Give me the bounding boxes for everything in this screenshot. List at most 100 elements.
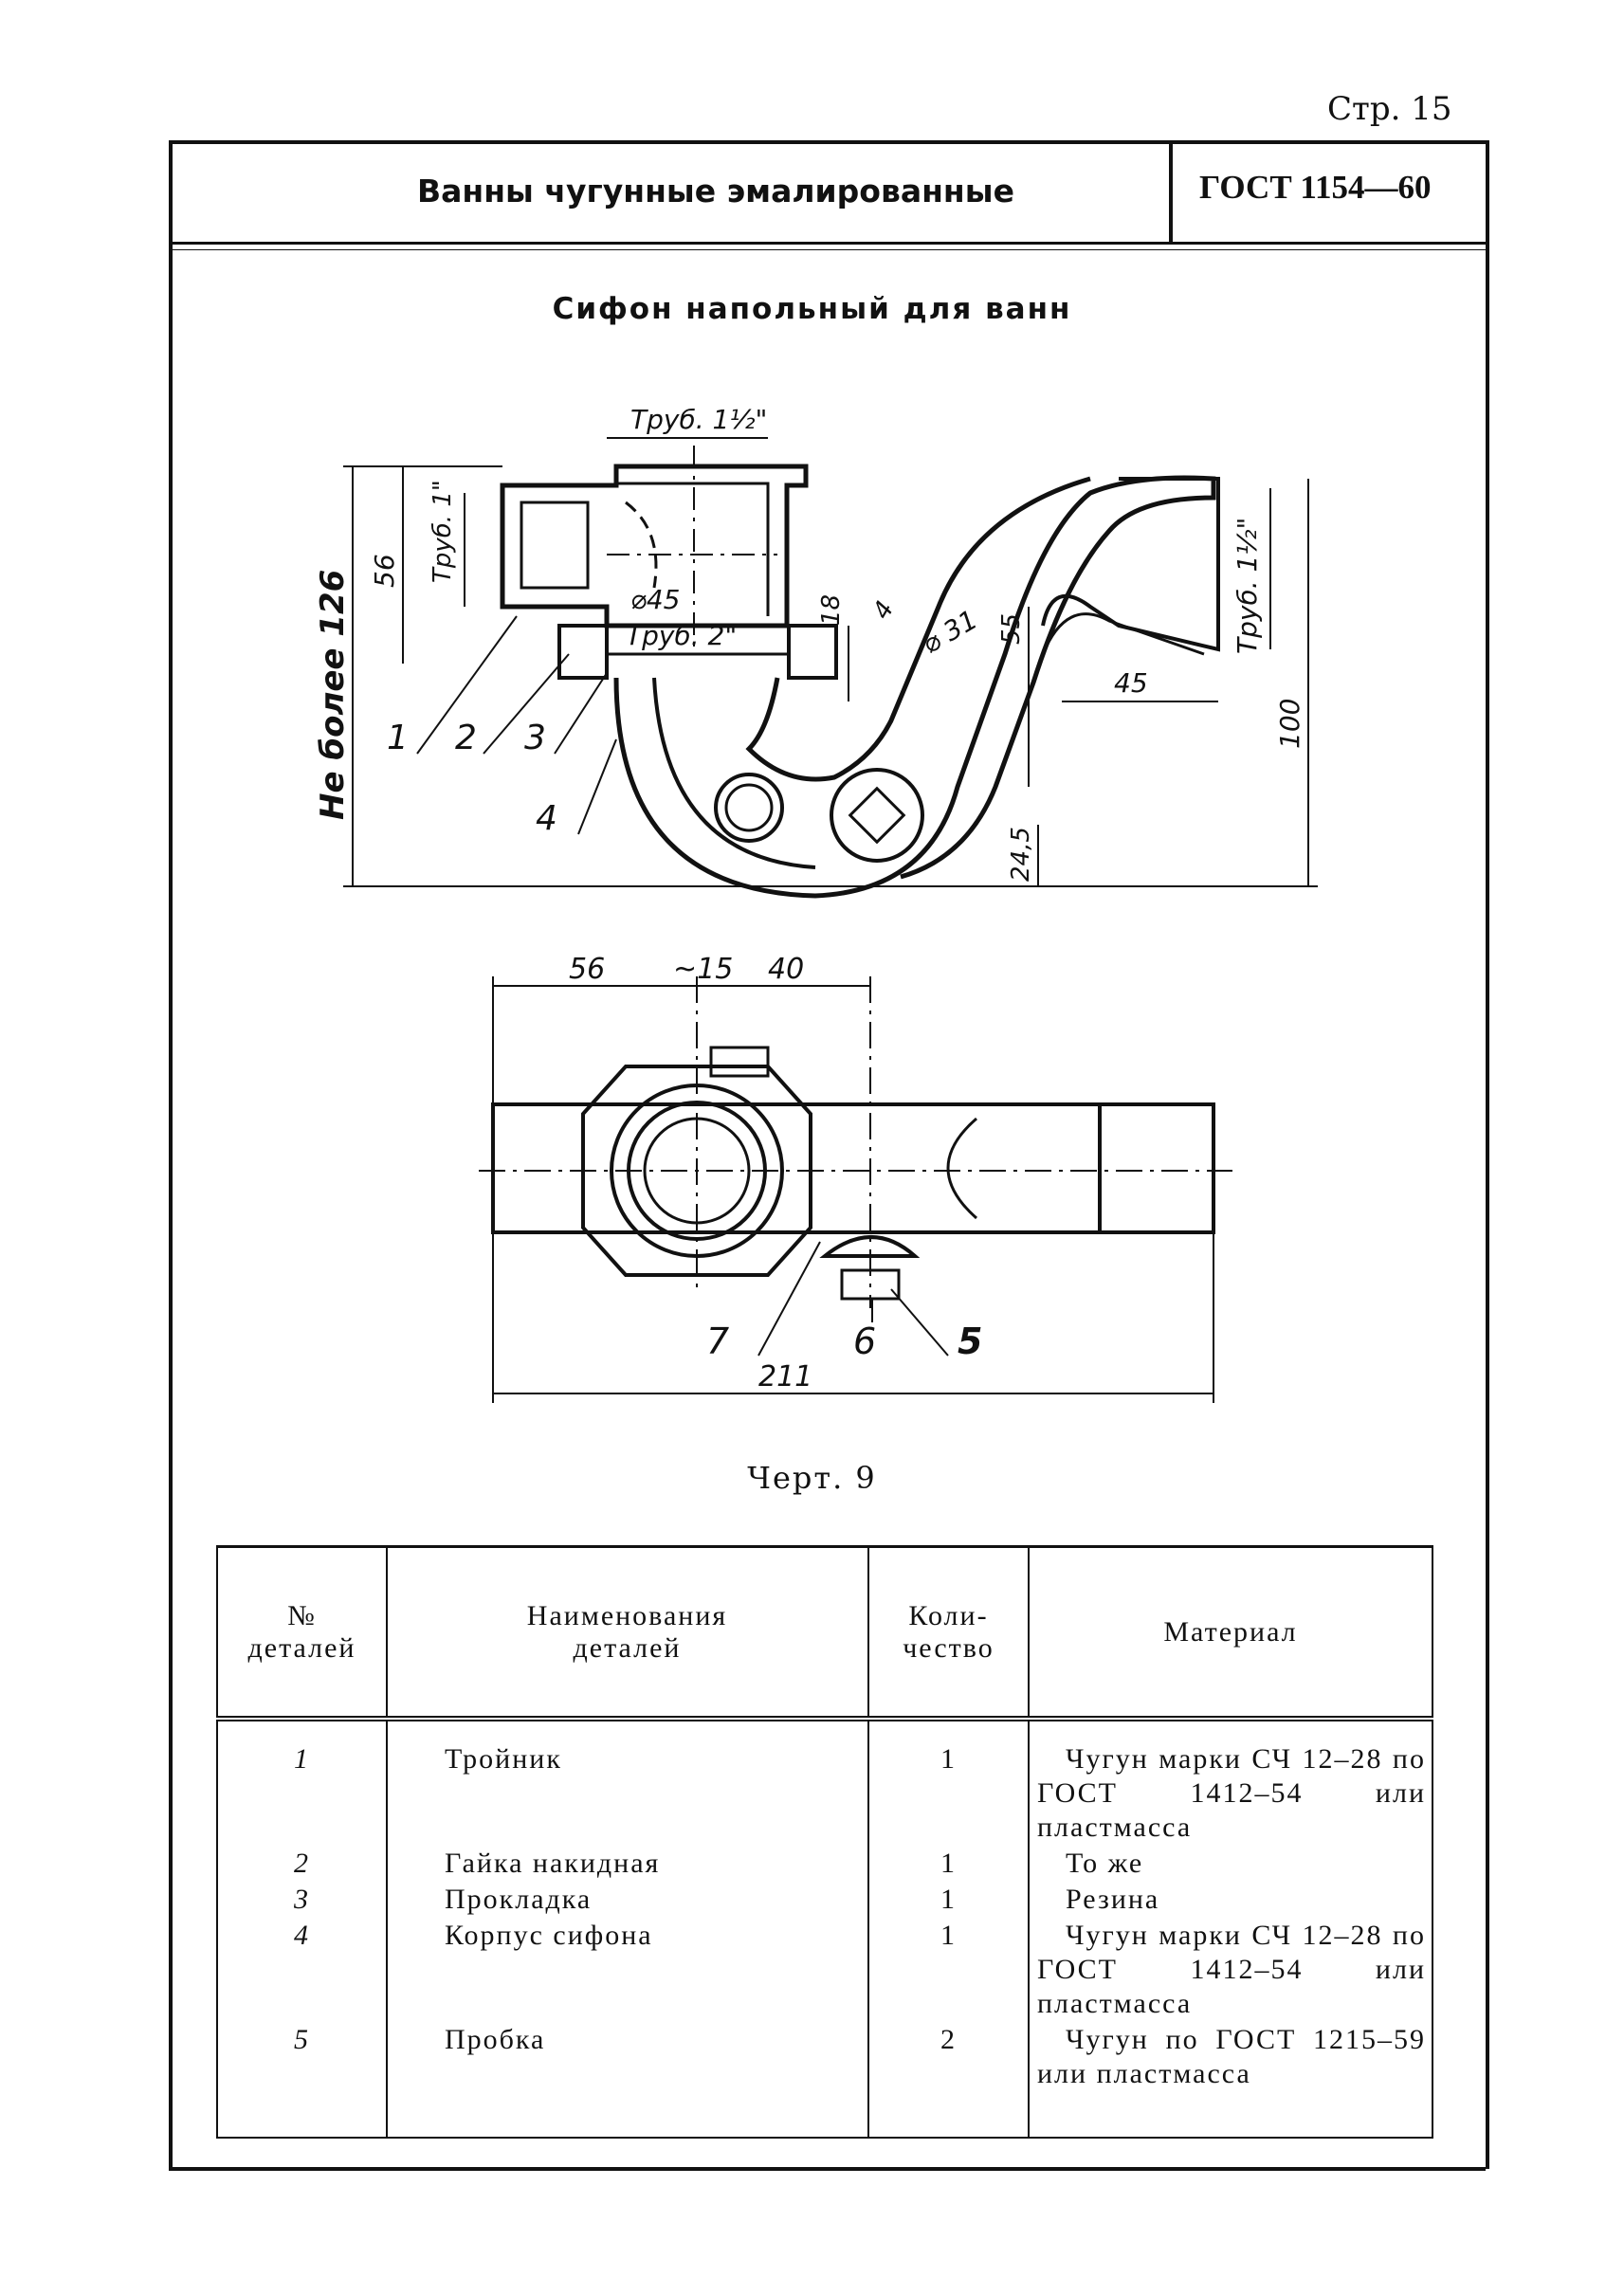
cell-name: Прокладка — [386, 1881, 869, 1917]
header-title: Ванны чугунные эмалированные — [417, 173, 1014, 209]
callout-1: 1 — [387, 719, 409, 757]
cell-quantity: 1 — [867, 1719, 1030, 1845]
header-divider — [1169, 144, 1173, 242]
drain-plug — [830, 768, 924, 863]
header-quantity-line2: чество — [903, 1631, 994, 1664]
cleanout-plug-inner — [724, 783, 774, 832]
callout-7: 7 — [706, 1321, 729, 1362]
tee-body — [500, 464, 809, 628]
cell-quantity: 2 — [867, 2021, 1030, 2139]
pipe-bulge — [946, 1117, 977, 1220]
dim-100: 100 — [1274, 699, 1305, 749]
table-row: 1 Тройник 1 Чугун марки СЧ 12–28 по ГОСТ… — [216, 1719, 1433, 1845]
leader-line — [757, 1241, 821, 1357]
cell-name: Корпус сифона — [386, 1917, 869, 2021]
outlet-pipe — [1041, 477, 1220, 652]
leader-line — [416, 615, 518, 755]
cell-quantity: 1 — [867, 1881, 1030, 1917]
dim-55: 55 — [997, 613, 1026, 645]
cell-name: Гайка накидная — [386, 1845, 869, 1881]
cell-material: Чугун марки СЧ 12–28 по ГОСТ 1412–54 или… — [1028, 1719, 1433, 1845]
dim-56-top: 56 — [569, 953, 605, 986]
cell-name: Пробка — [386, 2021, 869, 2139]
page-frame — [169, 140, 1489, 2169]
siphon-inner — [652, 677, 816, 869]
dim-211: 211 — [758, 1360, 812, 1393]
cell-material: Резина — [1028, 1881, 1433, 1917]
top-view: 56 ~15 40 211 7 6 5 — [479, 953, 1232, 1403]
label-not-more-126: Не более 126 — [314, 570, 352, 820]
dim-18: 18 — [817, 594, 846, 626]
table-row: 5 Пробка 2 Чугун по ГОСТ 1215–59 или пла… — [216, 2021, 1433, 2139]
plug-dome — [819, 1235, 921, 1258]
header-name-line2: деталей — [573, 1631, 682, 1664]
callout-6: 6 — [853, 1321, 876, 1362]
siphon-drawing: Труб. 1½" Труб. 1" ⌀45 Труб. 2" ⌀ 31 Тру… — [314, 404, 1318, 1403]
outlet-inner — [1041, 612, 1205, 656]
dim-40: 40 — [768, 953, 804, 986]
header-quantity: Коли- чество — [867, 1545, 1030, 1721]
drawing-heading: Сифон напольный для ванн — [552, 292, 1072, 326]
dim-4: 4 — [867, 596, 900, 624]
header-name-line1: Наименования — [526, 1599, 728, 1631]
tee-bore — [616, 482, 770, 616]
cell-number: 1 — [216, 1719, 388, 1845]
cell-quantity: 1 — [867, 1917, 1030, 2021]
header-number-line2: деталей — [247, 1631, 356, 1664]
label-diam-31: ⌀ 31 — [917, 604, 983, 660]
cell-material: Чугун по ГОСТ 1215–59 или пластмасса — [1028, 2021, 1433, 2139]
side-view: Труб. 1½" Труб. 1" ⌀45 Труб. 2" ⌀ 31 Тру… — [314, 404, 1318, 899]
union-nut-right — [787, 624, 838, 680]
header-bottom-rule — [169, 242, 1486, 245]
callout-2: 2 — [455, 719, 477, 757]
page-bottom-rule — [169, 2167, 1486, 2171]
cell-material: То же — [1028, 1845, 1433, 1881]
header-name: Наименования деталей — [386, 1545, 869, 1721]
table-row: 4 Корпус сифона 1 Чугун марки СЧ 12–28 п… — [216, 1917, 1433, 2021]
cell-number: 3 — [216, 1881, 388, 1917]
tee-curve — [625, 501, 658, 589]
leader-line — [577, 738, 617, 835]
page-number: Стр. 15 — [1327, 90, 1452, 128]
cell-number: 2 — [216, 1845, 388, 1881]
dim-24-5: 24,5 — [1007, 827, 1035, 882]
dim-45: 45 — [1114, 667, 1148, 699]
leader-line — [483, 653, 570, 755]
thread-end — [1098, 1102, 1215, 1234]
tee-inner — [520, 501, 590, 590]
cleanout-plug — [714, 773, 784, 843]
header-number: № деталей — [216, 1545, 388, 1721]
cell-name: Тройник — [386, 1719, 869, 1845]
header-bottom-rule-thin — [169, 249, 1486, 250]
header-standard: ГОСТ 1154—60 — [1199, 169, 1432, 206]
callout-4: 4 — [536, 799, 557, 838]
siphon-inner-wall — [745, 476, 1091, 782]
union-nut-left — [557, 624, 609, 680]
nut-top — [709, 1046, 770, 1078]
table-row: 2 Гайка накидная 1 То же — [216, 1845, 1433, 1881]
dim-15: ~15 — [673, 953, 733, 986]
label-pipe-1: Труб. 1" — [429, 480, 457, 583]
header-number-line1: № — [287, 1599, 317, 1631]
drain-plug-square — [848, 786, 906, 845]
table-row: 3 Прокладка 1 Резина — [216, 1881, 1433, 1917]
cell-number: 4 — [216, 1917, 388, 2021]
callout-3: 3 — [524, 719, 546, 757]
cell-number: 5 — [216, 2021, 388, 2139]
parts-table: № деталей Наименования деталей Коли- чес… — [216, 1545, 1433, 2139]
cell-quantity: 1 — [867, 1845, 1030, 1881]
drawing-caption: Черт. 9 — [747, 1460, 877, 1496]
cell-material: Чугун марки СЧ 12–28 по ГОСТ 1412–54 или… — [1028, 1917, 1433, 2021]
leader-line — [890, 1288, 949, 1357]
callout-5: 5 — [958, 1321, 982, 1362]
label-pipe-1-5-right: Труб. 1½" — [1232, 518, 1263, 654]
label-diam-45: ⌀45 — [630, 584, 681, 615]
header-top-rule — [169, 140, 1486, 144]
label-pipe-1-5-top: Труб. 1½" — [630, 404, 767, 435]
label-pipe-2: Труб. 2" — [626, 620, 737, 651]
tee-octagon — [581, 1065, 812, 1277]
dim-56-side: 56 — [369, 554, 400, 588]
leader-line — [554, 672, 608, 755]
header-material: Материал — [1028, 1545, 1433, 1721]
header-quantity-line1: Коли- — [908, 1599, 989, 1631]
